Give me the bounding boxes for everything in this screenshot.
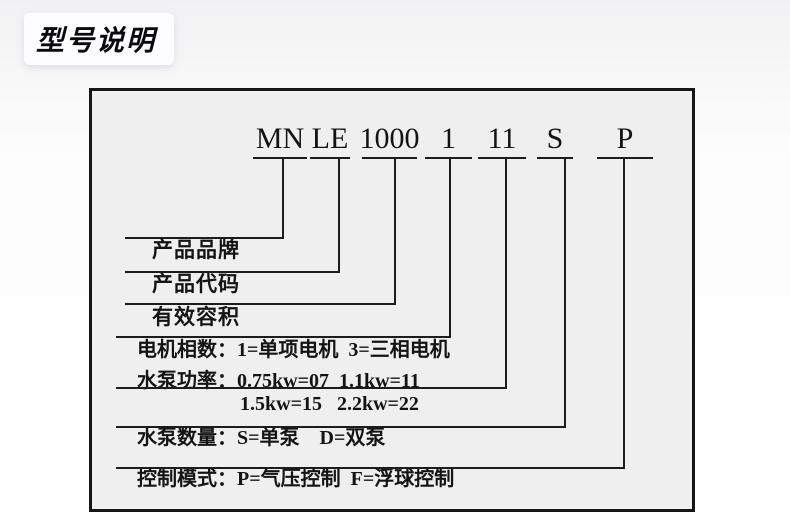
label-product-code: 产品代码	[127, 244, 240, 298]
code-underline-control-mode	[597, 157, 653, 159]
code-segment-brand: MN	[255, 122, 305, 155]
label-motor-phase: 电机相数：1=单项电机 3=三相电机	[117, 311, 450, 363]
label-pump-power-desc: 0.75kw=07 1.1kw=11	[237, 370, 420, 392]
code-underline-product-code	[310, 157, 350, 159]
code-segment-product-code: LE	[311, 122, 349, 155]
label-control-mode-desc: P=气压控制 F=浮球控制	[237, 468, 455, 490]
label-control-mode: 控制模式：P=气压控制 F=浮球控制	[117, 440, 454, 492]
connector-vertical-product-code	[338, 157, 340, 271]
code-underline-motor-phase	[425, 157, 472, 159]
code-segment-control-mode: P	[616, 122, 634, 155]
label-underline-pump-count	[116, 426, 566, 428]
code-underline-volume	[362, 157, 417, 159]
connector-vertical-brand	[282, 157, 284, 237]
connector-vertical-control-mode	[623, 157, 625, 467]
connector-vertical-volume	[394, 157, 396, 303]
label-pump-power-desc2: 1.5kw=15 2.2kw=22	[240, 393, 419, 415]
code-underline-pump-power	[478, 157, 526, 159]
label-pump-count-desc: S=单泵 D=双泵	[237, 427, 386, 449]
label-motor-phase-desc: 1=单项电机 3=三相电机	[237, 339, 450, 361]
code-segment-volume: 1000	[359, 122, 420, 155]
title-panel	[24, 13, 174, 65]
label-volume: 有效容积	[127, 277, 240, 331]
label-product-code-text: 产品代码	[152, 272, 240, 296]
label-control-mode-title: 控制模式：	[137, 468, 237, 490]
label-brand: 产品品牌	[127, 210, 240, 264]
page-title: 型号说明	[36, 25, 157, 56]
code-underline-brand	[253, 157, 307, 159]
label-pump-count: 水泵数量：S=单泵 D=双泵	[117, 399, 385, 451]
label-volume-text: 有效容积	[152, 305, 240, 329]
code-segment-pump-count: S	[546, 122, 564, 155]
label-pump-power-title: 水泵功率：	[137, 370, 237, 392]
connector-vertical-motor-phase	[449, 157, 451, 336]
label-pump-power-line2: 1.5kw=15 2.2kw=22	[220, 365, 419, 417]
label-motor-phase-title: 电机相数：	[137, 339, 237, 361]
code-segment-motor-phase: 1	[441, 122, 456, 155]
label-underline-volume	[125, 303, 396, 305]
label-underline-product-code	[125, 271, 340, 273]
connector-vertical-pump-count	[564, 157, 566, 426]
label-underline-control-mode	[116, 467, 625, 469]
label-underline-motor-phase	[116, 336, 451, 338]
code-segment-pump-power: 11	[487, 122, 517, 155]
label-pump-count-title: 水泵数量：	[137, 427, 237, 449]
label-underline-brand	[125, 237, 284, 239]
label-underline-pump-power	[116, 387, 507, 389]
connector-vertical-pump-power	[505, 157, 507, 387]
label-brand-text: 产品品牌	[152, 238, 240, 262]
label-pump-power: 水泵功率：0.75kw=07 1.1kw=11	[117, 342, 420, 394]
code-underline-pump-count	[537, 157, 573, 159]
